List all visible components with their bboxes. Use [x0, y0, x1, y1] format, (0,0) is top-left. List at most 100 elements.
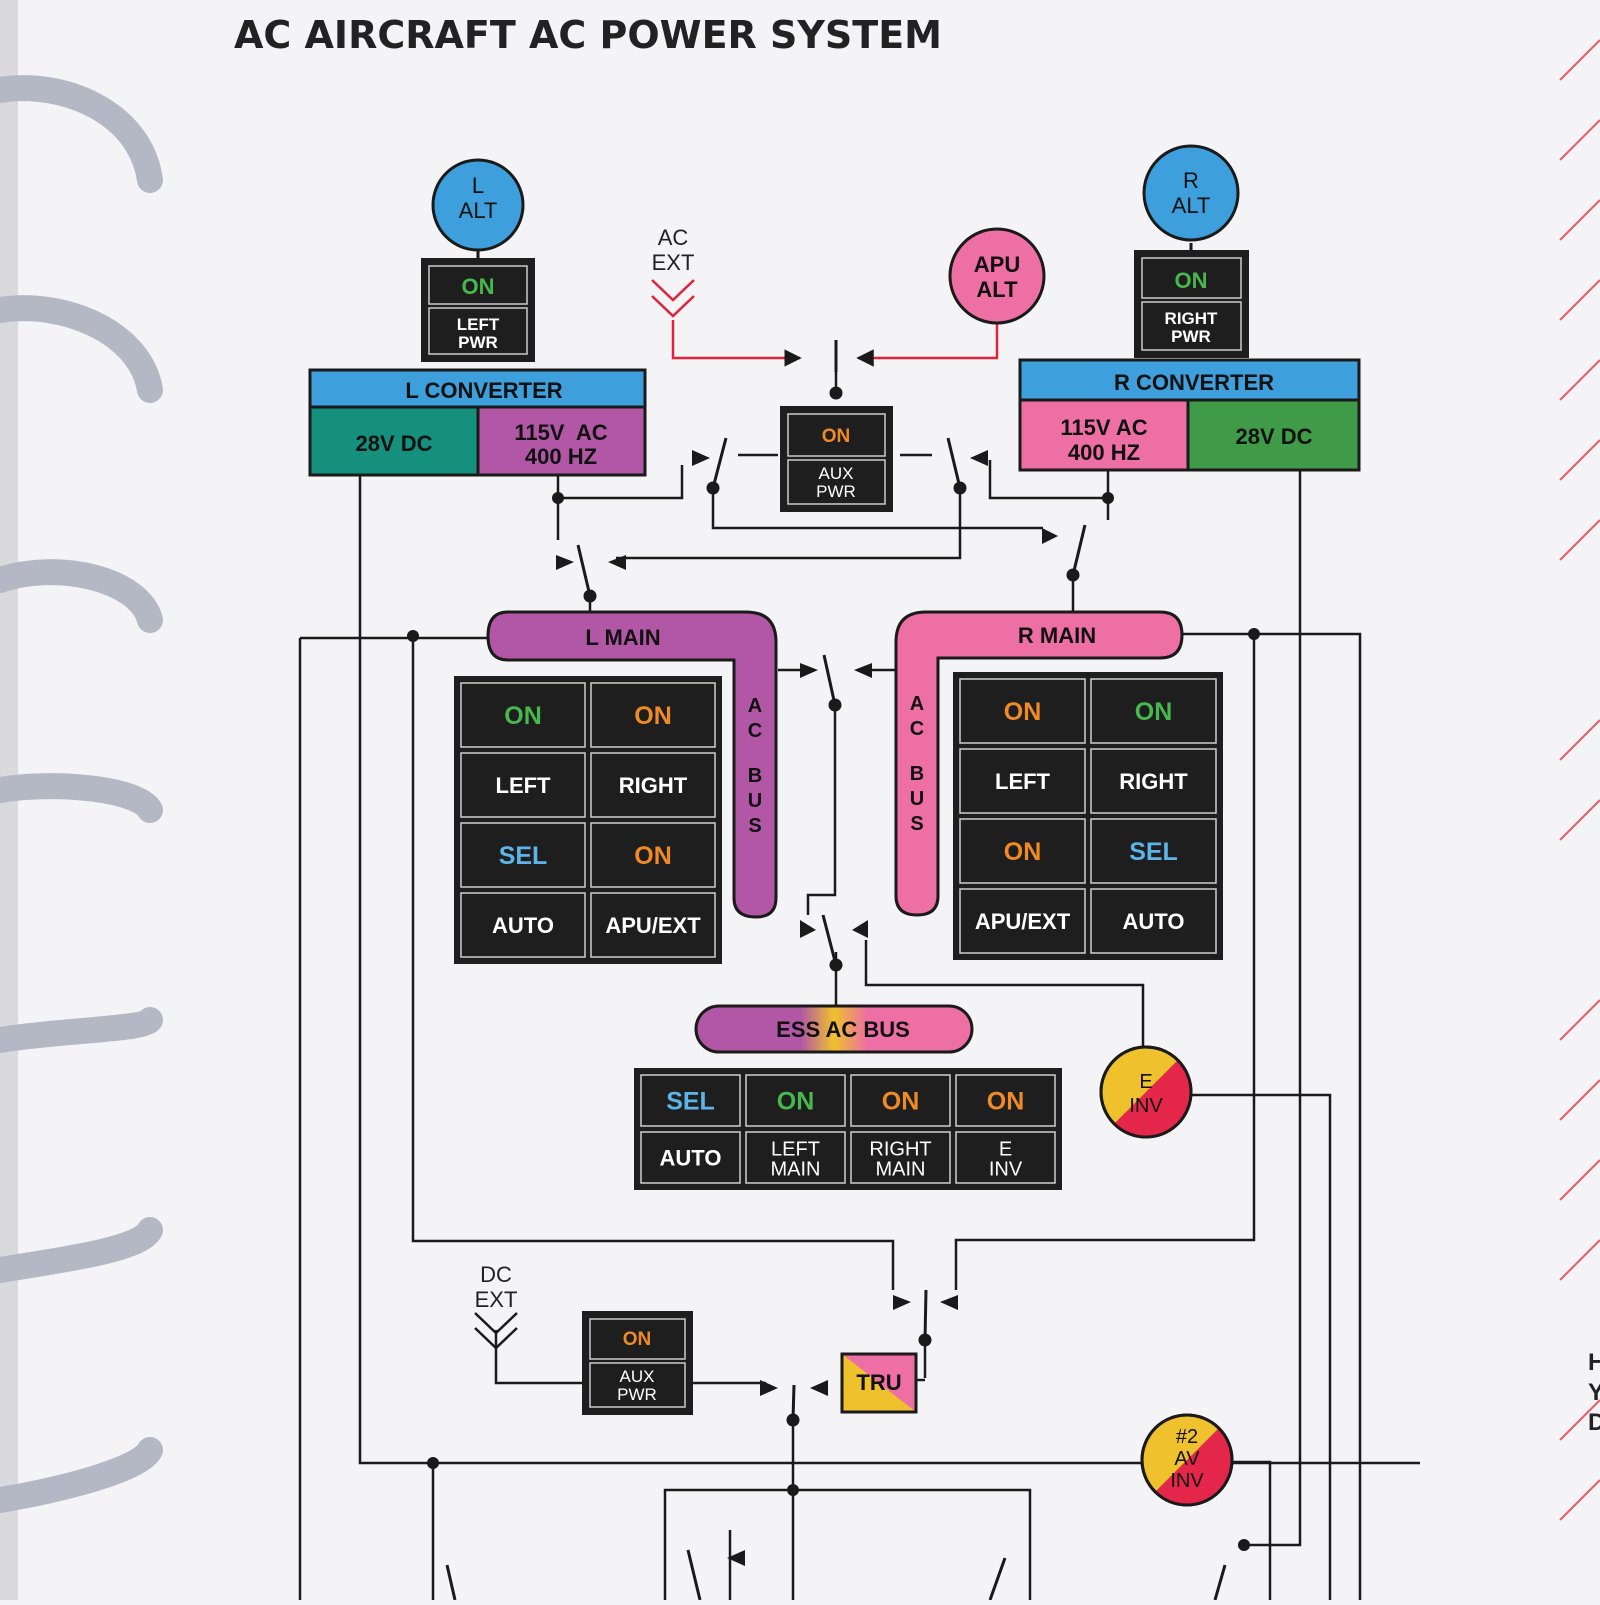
svg-text:U: U: [748, 790, 762, 812]
selector-status: ON: [882, 1088, 920, 1116]
l-converter-ac-line1: 115V AC: [514, 420, 607, 445]
selector-label-line: MAIN: [771, 1159, 821, 1181]
r-converter: R CONVERTER 115V AC 400 HZ 28V DC: [1018, 358, 1361, 472]
svg-text:D: D: [1588, 1409, 1600, 1436]
dc-ext-connector-icon: [474, 1312, 518, 1350]
switch-symbols: [445, 340, 1227, 1601]
svg-text:Y: Y: [1588, 1379, 1600, 1406]
r-aux-switch: [946, 437, 988, 495]
r-converter-title: R CONVERTER: [1114, 370, 1274, 395]
selector-label: AUTO: [492, 913, 554, 938]
binder-rings: [0, 75, 163, 1513]
selector-label: AUTO: [1123, 909, 1185, 934]
av-inv-line3: INV: [1170, 1470, 1204, 1492]
left-pwr-label2: PWR: [458, 333, 498, 352]
page-title: AC AIRCRAFT AC POWER SYSTEM: [234, 13, 942, 57]
svg-text:A: A: [748, 695, 762, 717]
svg-text:C: C: [748, 720, 762, 742]
l-alt-line1: L: [472, 173, 484, 198]
ess-ac-bus: ESS AC BUS: [694, 1004, 974, 1054]
r-alt-source: R ALT: [1142, 144, 1240, 252]
ac-ext-source: AC EXT: [651, 225, 695, 318]
left-pwr-status: ON: [462, 274, 495, 299]
selector-button-left-main-1[interactable]: ON RIGHT: [590, 682, 716, 818]
right-pwr-label2: PWR: [1171, 327, 1211, 346]
left-pwr-label1: LEFT: [457, 315, 500, 334]
ac-aux-pwr-status: ON: [822, 426, 851, 447]
selector-status: ON: [634, 702, 672, 730]
svg-text:H: H: [1588, 1349, 1600, 1376]
l-alt-line2: ALT: [459, 198, 498, 223]
selector-status: ON: [1135, 698, 1173, 726]
selector-status: ON: [504, 702, 542, 730]
ess-switch: [800, 914, 868, 972]
av-inv-line1: #2: [1176, 1426, 1198, 1448]
svg-text:B: B: [910, 763, 924, 785]
av-inv-source: #2 AV INV: [1140, 1413, 1234, 1507]
svg-text:C: C: [910, 718, 924, 740]
l-ac-bus-vertical-label: A C B U S: [748, 695, 762, 837]
r-alt-line1: R: [1183, 168, 1199, 193]
svg-text:A: A: [910, 693, 924, 715]
selector-button-right-main-3[interactable]: SEL AUTO: [1090, 818, 1217, 954]
selector-label: APU/EXT: [605, 913, 701, 938]
selector-label: APU/EXT: [975, 909, 1071, 934]
l-converter-dc: 28V DC: [355, 431, 432, 456]
page-tab-hatch: [1559, 39, 1600, 1521]
tru-unit: TRU: [840, 1352, 918, 1414]
junction-dots: [407, 492, 1260, 1551]
selector-label: RIGHT: [1119, 769, 1188, 794]
selector-status: ON: [1004, 838, 1042, 866]
ac-ext-connector-icon: [651, 279, 695, 318]
l-main-label: L MAIN: [585, 625, 660, 650]
tru-label: TRU: [856, 1370, 901, 1395]
bottom-switches: [445, 1549, 1227, 1601]
l-main-bus: L MAIN A C B U S: [486, 610, 778, 919]
apu-alt-line2: ALT: [976, 277, 1018, 302]
dc-aux-pwr-switch[interactable]: ON AUX PWR: [582, 1311, 693, 1415]
selector-status: ON: [777, 1088, 815, 1116]
ac-aux-pwr-label1: AUX: [819, 464, 854, 483]
l-converter-title: L CONVERTER: [405, 378, 562, 403]
selector-status: SEL: [1129, 838, 1178, 866]
apu-alt-line1: APU: [974, 252, 1020, 277]
ext-selector-switch: [829, 340, 843, 400]
r-main-label: R MAIN: [1018, 623, 1096, 648]
svg-text:S: S: [910, 813, 923, 835]
selector-button-right-main-1[interactable]: ON RIGHT: [1090, 678, 1217, 814]
ess-ac-bus-label: ESS AC BUS: [776, 1017, 910, 1042]
r-ac-bus-vertical-label: A C B U S: [910, 693, 924, 835]
svg-text:B: B: [748, 765, 762, 787]
selector-label-line: MAIN: [876, 1159, 926, 1181]
selector-label-line: LEFT: [771, 1139, 820, 1161]
selector-button-right-main-2[interactable]: ON APU/EXT: [959, 818, 1086, 954]
av-inv-line2: AV: [1174, 1448, 1200, 1470]
left-pwr-switch[interactable]: ON LEFT PWR: [421, 258, 535, 362]
selector-label: RIGHT: [619, 773, 688, 798]
right-pwr-switch[interactable]: ON RIGHT PWR: [1134, 250, 1249, 358]
wiring: [298, 320, 1420, 1600]
dc-aux-pwr-label1: AUX: [620, 1367, 655, 1386]
r-main-switch: [1042, 524, 1087, 582]
selector-status: SEL: [666, 1088, 715, 1116]
dc-ext-line2: EXT: [475, 1287, 518, 1312]
l-converter-ac-line2: 400 HZ: [525, 444, 597, 469]
ac-aux-pwr-switch[interactable]: ON AUX PWR: [780, 406, 893, 512]
selector-status: ON: [987, 1088, 1025, 1116]
l-aux-switch: [692, 437, 728, 495]
r-alt-line2: ALT: [1172, 193, 1211, 218]
r-converter-dc: 28V DC: [1235, 424, 1312, 449]
selector-label-line: INV: [989, 1159, 1023, 1181]
selector-label-line: RIGHT: [869, 1139, 931, 1161]
l-alt-source: L ALT: [431, 158, 525, 258]
